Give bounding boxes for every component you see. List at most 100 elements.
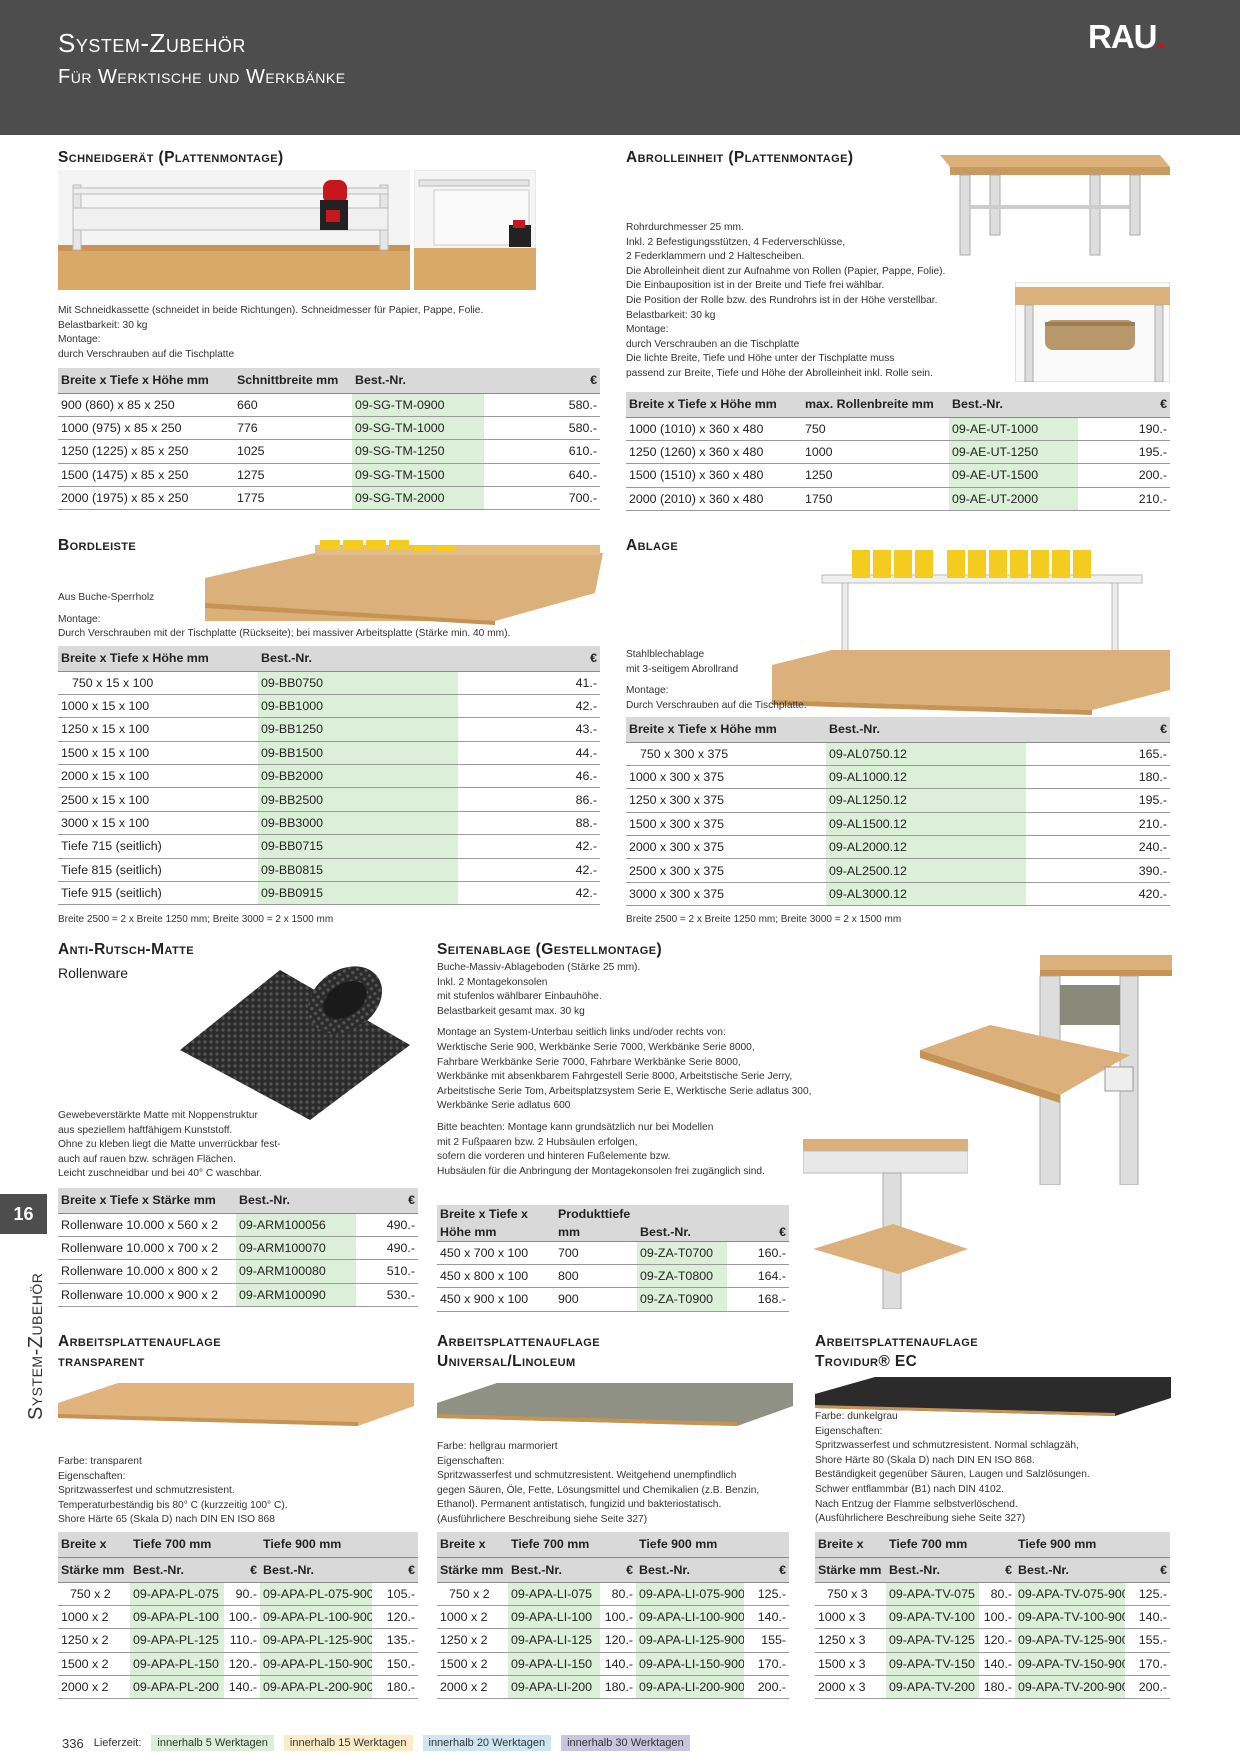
table-cell: 195.-: [1026, 788, 1170, 813]
table-cell: 1500 x 2: [58, 1652, 130, 1677]
description-line: Werkbänke mit absenkbarem Fahrgestell Se…: [437, 1071, 793, 1083]
section-title-bordleiste: Bordleiste: [58, 537, 137, 554]
table-cell: 09-AL0750.12: [826, 742, 1026, 766]
table-cell: 09-BB3000: [258, 811, 458, 836]
description-line: Ethanol). Permanent antistatisch, fungiz…: [437, 1499, 722, 1511]
table-cell: 200.-: [1125, 1675, 1171, 1700]
table-cell: 100.-: [224, 1605, 261, 1630]
table-cell: 09-AE-UT-1250: [949, 440, 1078, 465]
table-header-cell: €: [372, 1557, 419, 1583]
table-cell: 42.-: [458, 881, 600, 906]
table-cell: 1000 x 3: [815, 1605, 886, 1630]
description-line: Die Abrolleinheit dient zur Aufnahme von…: [626, 265, 946, 277]
table-cell: 09-BB2500: [258, 787, 458, 812]
table-header-cell: Stärke mm: [815, 1557, 886, 1583]
table-cell: 1500 x 15 x 100: [58, 741, 258, 766]
description-line: Farbe: transparent: [58, 1456, 142, 1467]
bordleiste-note: Breite 2500 = 2 x Breite 1250 mm; Breite…: [58, 914, 334, 925]
table-cell: 450 x 700 x 100: [437, 1241, 555, 1265]
table-header-cell: Tiefe 900 mm: [1015, 1532, 1171, 1558]
description-line: gegen Säuren, Öle, Fette, Lösungsmittel …: [437, 1484, 760, 1496]
table-cell: 125.-: [1125, 1582, 1171, 1606]
description-line: Gewebeverstärkte Matte mit Noppenstruktu…: [58, 1110, 258, 1121]
table-cell: 120.-: [372, 1605, 419, 1630]
table-header-cell: €: [979, 1557, 1016, 1583]
table-cell: 1000 x 2: [58, 1605, 130, 1630]
table-cell: 42.-: [458, 834, 600, 859]
seitenablage-description: Buche-Massiv-Ablageboden (Stärke 25 mm).…: [437, 961, 811, 1179]
table-cell: 09-APA-LI-100: [508, 1605, 600, 1630]
description-line: Buche-Massiv-Ablageboden (Stärke 25 mm).: [437, 962, 641, 973]
description-line: Montage:: [626, 324, 669, 336]
description-line: Farbe: hellgrau marmoriert: [437, 1441, 558, 1452]
table-header-cell: Breite x Tiefe x Höhe mm: [626, 392, 802, 418]
table-cell: 155-: [744, 1628, 790, 1653]
table-cell: 2000 x 2: [58, 1675, 130, 1700]
table-cell: Tiefe 815 (seitlich): [58, 858, 258, 883]
description-line: Spritzwasserfest und schmutzresistent. W…: [437, 1470, 737, 1482]
description-line: sofern die vorderen und hinteren Fußelem…: [437, 1151, 671, 1163]
description-line: [58, 606, 510, 613]
description-line: 2 Federklammern und 2 Haltescheiben.: [626, 251, 805, 263]
table-header-cell: Tiefe 900 mm: [636, 1532, 790, 1558]
table-cell: 09-BB2000: [258, 764, 458, 789]
table-cell: 135.-: [372, 1628, 419, 1653]
table-header-cell: Stärke mm: [58, 1557, 130, 1583]
description-line: (Ausführlichere Beschreibung siehe Seite…: [437, 1513, 648, 1525]
description-line: Inkl. 2 Befestigungsstützen, 4 Federvers…: [626, 236, 846, 248]
table-header-cell: Tiefe 700 mm: [508, 1532, 637, 1558]
table-cell: 09-AL3000.12: [826, 882, 1026, 907]
description-line: mit 2 Fußpaaren bzw. 2 Hubsäulen erfolge…: [437, 1136, 638, 1148]
table-cell: 610.-: [484, 439, 600, 464]
table-cell: 180.-: [600, 1675, 637, 1700]
table-cell: 660: [234, 393, 352, 417]
section-title-ablage: Ablage: [626, 537, 679, 554]
ablage-note: Breite 2500 = 2 x Breite 1250 mm; Breite…: [626, 914, 902, 925]
delivery-label: Lieferzeit:: [93, 1737, 142, 1749]
table-header-cell: Best.-Nr.: [886, 1557, 979, 1583]
table-cell: 1000 x 300 x 375: [626, 765, 826, 790]
bordleiste-image: [205, 540, 603, 625]
table-cell: 42.-: [458, 858, 600, 883]
table-cell: 09-APA-PL-125-900: [260, 1628, 373, 1653]
table-cell: 09-APA-PL-075-900: [260, 1582, 373, 1606]
table-cell: 170.-: [1125, 1652, 1171, 1677]
table-header-cell: €: [484, 368, 600, 394]
table-cell: 1250: [802, 463, 949, 488]
table-cell: 3000 x 15 x 100: [58, 811, 258, 836]
table-cell: 09-BB1250: [258, 717, 458, 742]
table-cell: 80.-: [979, 1582, 1016, 1606]
table-cell: 09-ZA-T0800: [637, 1264, 727, 1289]
description-line: Inkl. 2 Montagekonsolen: [437, 976, 548, 988]
table-cell: 09-BB0915: [258, 881, 458, 906]
table-cell: 09-APA-TV-100-900: [1015, 1605, 1126, 1630]
table-cell: 1500 (1510) x 360 x 480: [626, 463, 802, 488]
table-cell: 09-APA-LI-125: [508, 1628, 600, 1653]
table-header-cell: Best.-Nr.: [949, 392, 1078, 418]
table-cell: 09-APA-LI-075: [508, 1582, 600, 1606]
table-cell: 09-BB0815: [258, 858, 458, 883]
table-cell: 09-ARM100090: [236, 1283, 356, 1308]
description-line: mit 3-seitigem Abrollrand: [626, 663, 739, 675]
table-cell: 09-APA-PL-075: [130, 1582, 224, 1606]
description-line: Werktische Serie 900, Werkbänke Serie 70…: [437, 1041, 755, 1053]
table-cell: 165.-: [1026, 742, 1170, 766]
description-line: Nach Entzug der Flamme selbstverlöschend…: [815, 1498, 1018, 1510]
